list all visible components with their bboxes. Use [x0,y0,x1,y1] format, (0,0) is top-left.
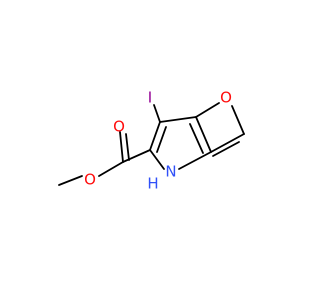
ester-oxygen-label: O [84,171,96,189]
carbonyl-oxygen-label: O [113,118,125,136]
bond-c6-c6a [159,116,197,123]
bond-carbonyl-double-1 [119,131,124,163]
furan-oxygen-label: O [220,89,232,107]
bond-c6a-o [195,102,220,118]
nitrogen-atom-label: N [165,163,176,181]
bond-o-carbonyl-c [98,161,124,177]
structure-diagram: I O O O N H [58,89,245,193]
iodine-atom-label: I [148,89,152,107]
bond-methyl-o [58,175,83,186]
bonds [58,102,245,186]
bond-c6a-c3a [195,116,212,153]
bond-c5-c6-double [156,126,167,153]
bond-c5-c6 [149,121,161,151]
bond-c3a-n [178,151,212,170]
bond-c2-c3 [210,133,245,153]
bond-c6a-c3a-double [189,123,204,154]
molecule-canvas: I O O O N H [58,88,245,193]
bond-n-c5 [149,149,165,170]
nitrogen-hydrogen-label: H [147,175,158,193]
bond-carbonyl-double-2 [125,133,130,161]
bond-c6-i [153,104,161,123]
bond-c2-c3-double [212,141,240,157]
bond-carbonyl-ring [122,149,151,163]
bond-o-c2 [231,105,245,135]
